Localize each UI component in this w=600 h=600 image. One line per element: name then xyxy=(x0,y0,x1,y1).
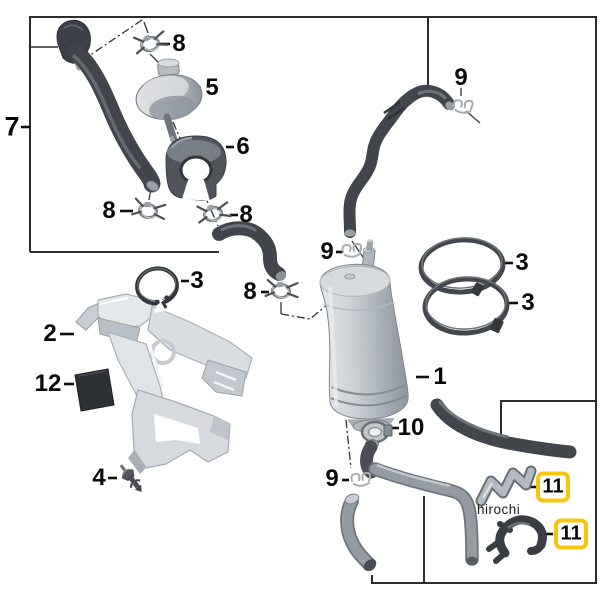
part-2-bracket xyxy=(75,293,253,474)
part-6-rubber-mount xyxy=(165,135,227,201)
part-4-rivet xyxy=(119,464,142,492)
part-label-8-center: 8 xyxy=(243,278,257,305)
part-11-plastic-clip xyxy=(486,515,547,564)
part-8-clamp-center xyxy=(263,278,301,303)
part-label-11-highlighted-lower: 11 xyxy=(554,518,588,550)
part-9-hose-lower-dark xyxy=(430,398,577,459)
part-7-elbow-hose xyxy=(212,221,287,281)
part-3-hose-clamp-lower xyxy=(422,276,510,336)
part-label-3-upper: 3 xyxy=(515,249,529,276)
part-label-3-circlip: 3 xyxy=(190,267,204,294)
part-label-8-left: 8 xyxy=(102,197,116,224)
part-label-9-mid: 9 xyxy=(320,238,334,265)
part-9-hose-upper xyxy=(343,84,455,238)
part-1-fuel-filter xyxy=(319,239,409,433)
part-label-11-highlighted-upper: 11 xyxy=(536,471,570,503)
part-label-4: 4 xyxy=(92,464,106,491)
watermark-text: hirochi xyxy=(477,502,521,517)
part-9-hose-stub xyxy=(340,493,377,571)
part-label-10: 10 xyxy=(397,414,425,441)
part-3-hose-clamp-upper xyxy=(418,237,506,297)
part-7-hose xyxy=(56,19,161,193)
part-label-1: 1 xyxy=(433,363,447,390)
part-3-circlip xyxy=(135,266,179,313)
part-label-2: 2 xyxy=(43,320,57,347)
part-label-9-top: 9 xyxy=(454,64,468,91)
part-label-7: 7 xyxy=(4,111,20,142)
part-8-clamp-left xyxy=(130,197,168,225)
part-label-12: 12 xyxy=(34,370,62,397)
part-9-clamp-glyph-top xyxy=(451,97,475,115)
part-label-6: 6 xyxy=(236,133,250,160)
part-label-8-mid: 8 xyxy=(239,201,253,228)
frame-lines xyxy=(29,16,597,584)
part-8-clamp-mid xyxy=(194,199,233,228)
part-9-hose-lower-grey xyxy=(360,439,479,566)
part-label-3-lower: 3 xyxy=(521,289,535,316)
part-label-8-top: 8 xyxy=(172,30,186,57)
part-5-pressure-regulator xyxy=(135,58,203,151)
part-label-5: 5 xyxy=(205,74,219,101)
part-11-metal-clip xyxy=(475,465,537,507)
part-12-pad xyxy=(74,368,115,412)
part-label-9-bottom: 9 xyxy=(325,465,339,492)
